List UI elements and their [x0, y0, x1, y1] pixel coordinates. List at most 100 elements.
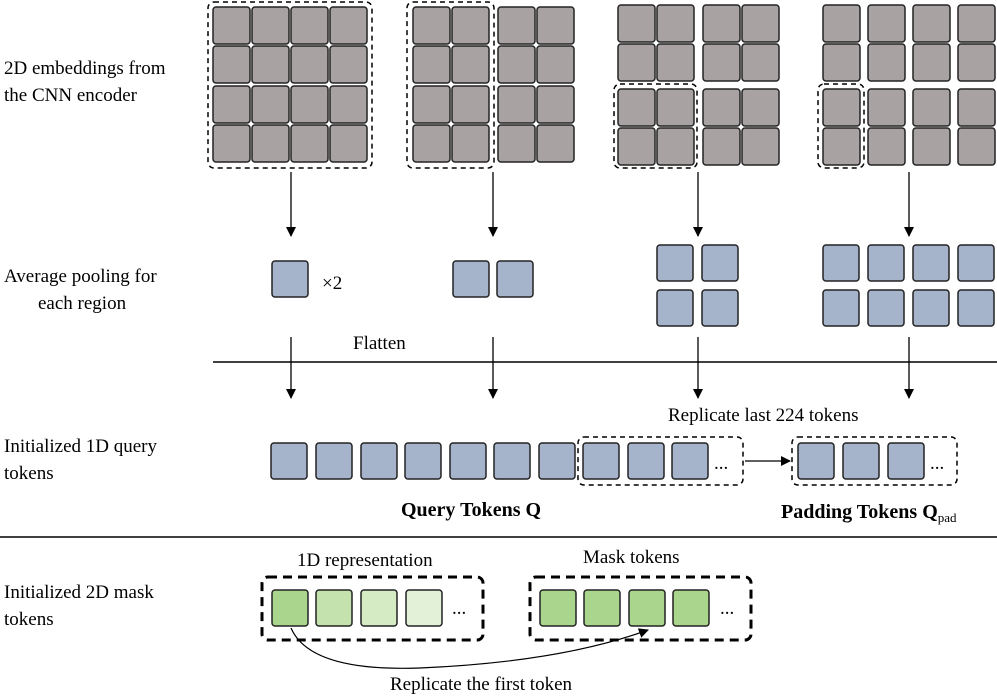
embedding-cell: [957, 43, 996, 82]
embedding-cell: [867, 127, 906, 166]
pooled-token: [867, 244, 905, 282]
embedding-cell: [656, 127, 695, 166]
embedding-cell: [702, 88, 741, 127]
embedding-cell: [536, 6, 575, 45]
representation-1d-label: 1D representation: [297, 550, 433, 571]
query-token: [582, 442, 620, 480]
embedding-cell: [957, 4, 996, 43]
representation-ellipsis: ...: [452, 598, 466, 619]
row1-label-line2: the CNN encoder: [4, 85, 138, 106]
query-token: [493, 442, 531, 480]
pooled-token: [822, 289, 860, 327]
pooled-token: [957, 244, 995, 282]
padding-ellipsis: ...: [930, 453, 944, 474]
embedding-cell: [451, 6, 490, 45]
embedding-cell: [867, 4, 906, 43]
region-box-full: [207, 1, 373, 169]
pooled-token: [656, 289, 694, 327]
representation-box: [260, 575, 485, 642]
embedding-cell: [656, 4, 695, 43]
row2-label-line1: Average pooling for: [4, 266, 157, 287]
mask-token: [539, 589, 577, 627]
embedding-cell: [412, 6, 451, 45]
replicate-last-label: Replicate last 224 tokens: [668, 405, 858, 426]
query-token: [538, 442, 576, 480]
embedding-cell: [329, 85, 368, 124]
embedding-cell: [617, 4, 656, 43]
replicate-first-arrow: [290, 627, 649, 669]
embedding-cell: [251, 45, 290, 84]
embedding-cell: [656, 88, 695, 127]
mask-token: [672, 589, 710, 627]
embedding-cell: [251, 6, 290, 45]
embedding-cell: [867, 88, 906, 127]
query-token: [627, 442, 665, 480]
mask-tokens-label: Mask tokens: [583, 547, 680, 568]
row4-label-line1: Initialized 2D mask: [4, 582, 154, 603]
pooled-token: [271, 260, 309, 298]
mask-token: [628, 589, 666, 627]
embedding-cell: [912, 43, 951, 82]
embedding-cell: [497, 124, 536, 163]
embedding-cell: [329, 124, 368, 163]
row4-label-line2: tokens: [4, 609, 54, 630]
embedding-cell: [617, 88, 656, 127]
embedding-cell: [656, 43, 695, 82]
embedding-cell: [741, 4, 780, 43]
embedding-cell: [617, 127, 656, 166]
pooled-token: [912, 289, 950, 327]
query-tokens-label: Query Tokens Q: [401, 499, 541, 521]
embedding-cell: [212, 124, 251, 163]
last-tokens-box: [577, 436, 744, 486]
embedding-cell: [497, 85, 536, 124]
query-tokens: [270, 442, 925, 480]
embedding-cell: [822, 127, 861, 166]
embedding-cell: [497, 6, 536, 45]
padding-tokens-label: Padding Tokens Qpad: [781, 501, 957, 525]
pooled-token: [822, 244, 860, 282]
pooled-token: [701, 289, 739, 327]
embedding-cell: [702, 4, 741, 43]
replicate-first-label: Replicate the first token: [390, 674, 573, 695]
padding-subscript: pad: [938, 510, 957, 525]
embedding-cell: [822, 88, 861, 127]
pooled-token: [957, 289, 995, 327]
embedding-cell: [212, 6, 251, 45]
padding-token: [842, 442, 880, 480]
pooled-token: [496, 260, 534, 298]
representation-token: [360, 589, 398, 627]
pooled-token: [656, 244, 694, 282]
embedding-cell: [412, 124, 451, 163]
row2-label-line2: each region: [38, 293, 127, 314]
embedding-cell: [702, 127, 741, 166]
embedding-cell: [702, 43, 741, 82]
representation-token: [271, 589, 309, 627]
embedding-cell: [617, 43, 656, 82]
query-ellipsis: ...: [714, 453, 728, 474]
embedding-cell: [212, 85, 251, 124]
embedding-cell: [957, 88, 996, 127]
pooled-token: [867, 289, 905, 327]
embedding-cell: [536, 85, 575, 124]
representation-token: [405, 589, 443, 627]
embedding-cell: [290, 6, 329, 45]
pooled-tokens: [271, 244, 995, 327]
embedding-cell: [451, 124, 490, 163]
row3-label-line1: Initialized 1D query: [4, 436, 158, 457]
embedding-cell: [212, 45, 251, 84]
padding-token: [797, 442, 835, 480]
embedding-cell: [741, 127, 780, 166]
embedding-cell: [290, 45, 329, 84]
embedding-cell: [822, 43, 861, 82]
query-token: [270, 442, 308, 480]
representation-token: [315, 589, 353, 627]
flatten-label: Flatten: [353, 333, 406, 354]
embedding-cell: [536, 124, 575, 163]
embedding-cell: [822, 4, 861, 43]
row3-label-line2: tokens: [4, 463, 54, 484]
green-tokens: [271, 589, 710, 627]
query-token: [449, 442, 487, 480]
embedding-cell: [912, 4, 951, 43]
